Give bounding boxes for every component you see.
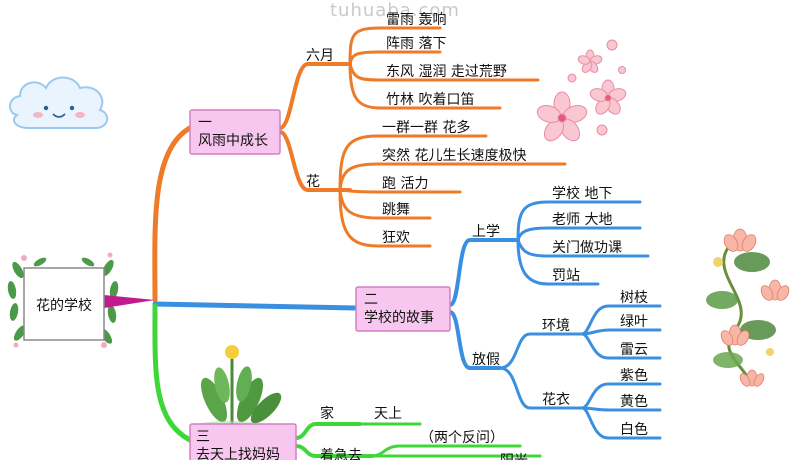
branch-node-1-label: 一风雨中成长 [198, 115, 268, 149]
topic-jia[interactable]: 家 [320, 405, 334, 422]
topic-hua[interactable]: 花 [306, 174, 320, 190]
leaf-liuyue-2[interactable]: 东风 湿润 走过荒野 [386, 64, 507, 80]
leaf-shangxue-1[interactable]: 老师 大地 [552, 212, 612, 228]
plant-illustration [190, 345, 282, 435]
leaf-huanjing-2[interactable]: 雷云 [620, 342, 648, 358]
branch-node-2-label: 二学校的故事 [364, 292, 434, 326]
branch-node-3[interactable]: 三去天上找妈妈 [189, 423, 297, 460]
topic-huayi[interactable]: 花衣 [542, 392, 570, 408]
root-node[interactable]: 花的学校 [23, 267, 105, 341]
root-node-label: 花的学校 [36, 297, 92, 314]
leaf-shangxue-2[interactable]: 关门做功课 [552, 240, 622, 256]
branch-node-3-label: 三去天上找妈妈 [196, 429, 280, 460]
topic-liuyue[interactable]: 六月 [306, 48, 334, 64]
leaf-zhaojiqu-0[interactable]: （两个反问） [420, 430, 504, 446]
lotus-illustration [706, 228, 790, 387]
leaf-hua-4[interactable]: 狂欢 [382, 230, 410, 246]
topic-huanjing[interactable]: 环境 [542, 318, 570, 334]
root-leaf-decoration [7, 252, 119, 348]
cloud-illustration [9, 76, 109, 129]
leaf-hua-0[interactable]: 一群一群 花多 [382, 119, 470, 136]
topic-zhaojiqu[interactable]: 着急去 [320, 448, 362, 460]
leaf-liuyue-1[interactable]: 阵雨 落下 [386, 36, 446, 52]
leaf-jia-0[interactable]: 天上 [374, 406, 402, 422]
leaf-liuyue-3[interactable]: 竹林 吹着口笛 [386, 92, 474, 108]
topic-shangxue[interactable]: 上学 [472, 224, 500, 240]
leaf-huanjing-1[interactable]: 绿叶 [620, 314, 648, 330]
leaf-hua-3[interactable]: 跳舞 [382, 202, 410, 218]
leaf-shangxue-0[interactable]: 学校 地下 [552, 185, 612, 202]
leaf-hua-1[interactable]: 突然 花儿生长速度极快 [382, 147, 526, 164]
leaf-huanjing-0[interactable]: 树枝 [620, 290, 648, 306]
leaf-zhaojiqu-1[interactable]: 阳光 [500, 453, 528, 460]
topic-fangjia[interactable]: 放假 [472, 352, 500, 368]
blossom-illustration [536, 39, 627, 142]
leaf-hua-2[interactable]: 跑 活力 [382, 176, 428, 192]
watermark-text: tuhuaba.com [330, 0, 460, 21]
leaf-huayi-2[interactable]: 白色 [620, 421, 648, 438]
leaf-huayi-1[interactable]: 黄色 [620, 393, 648, 410]
leaf-huayi-0[interactable]: 紫色 [620, 367, 648, 384]
leaf-shangxue-3[interactable]: 罚站 [552, 268, 580, 284]
leaf-liuyue-0[interactable]: 雷雨 轰响 [386, 11, 446, 28]
branch-node-2[interactable]: 二学校的故事 [355, 286, 451, 332]
branch-node-1[interactable]: 一风雨中成长 [189, 109, 281, 155]
connector-lines [104, 26, 662, 458]
